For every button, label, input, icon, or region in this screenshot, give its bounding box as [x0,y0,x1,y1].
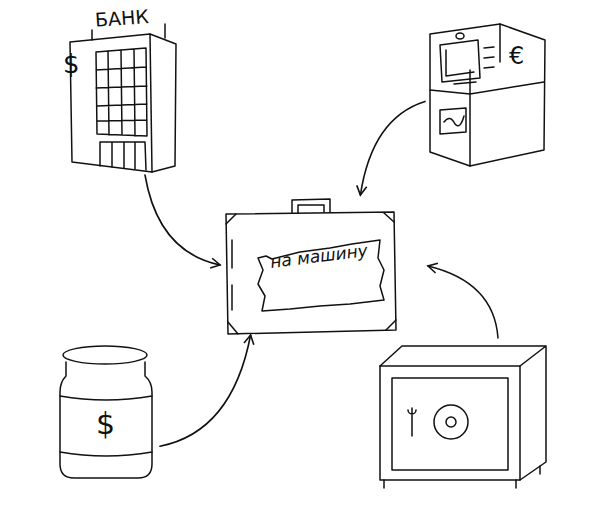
curved-arrow [145,175,220,265]
suitcase-body [226,212,396,334]
atm-buttons [454,47,494,84]
atm-edges [430,24,544,166]
jar-body [60,362,152,478]
safe-handle [408,408,416,436]
safe [380,346,546,488]
atm-screen [440,40,480,82]
safe-dial [434,405,468,439]
bank-node: БАНК $ [55,5,180,175]
bank-side [150,34,176,172]
atm-node: € [425,20,550,168]
suitcase-label: на машину [263,238,375,274]
jar-node: $ [60,345,160,480]
safe-arrow [428,266,498,338]
safe-legs [384,466,540,488]
curved-arrow [360,101,425,195]
dollar-sign: $ [96,409,115,439]
safe-dial-center [446,417,456,427]
safe-top-side [380,346,546,480]
dollar-sign: $ [63,51,80,77]
bank-building [70,24,176,172]
euro-sign: € [509,44,524,68]
suitcase-node: на машину [220,195,400,335]
bank-sign: БАНК [94,7,149,30]
money-jar [60,346,152,478]
bank-door [100,142,146,170]
jar-lid [63,346,147,364]
suitcase-handle [292,199,330,213]
curved-arrow [160,335,251,446]
safe-front [380,366,520,480]
atm-body [430,24,545,166]
suitcase-corners [226,213,396,334]
bank-front [70,34,152,172]
safe-door [392,378,508,470]
jar-band [60,396,152,456]
bank-windows [96,48,147,136]
atm-machine [430,24,545,166]
atm-logo [440,108,466,134]
atm-camera [456,33,464,39]
suitcase [226,199,396,334]
